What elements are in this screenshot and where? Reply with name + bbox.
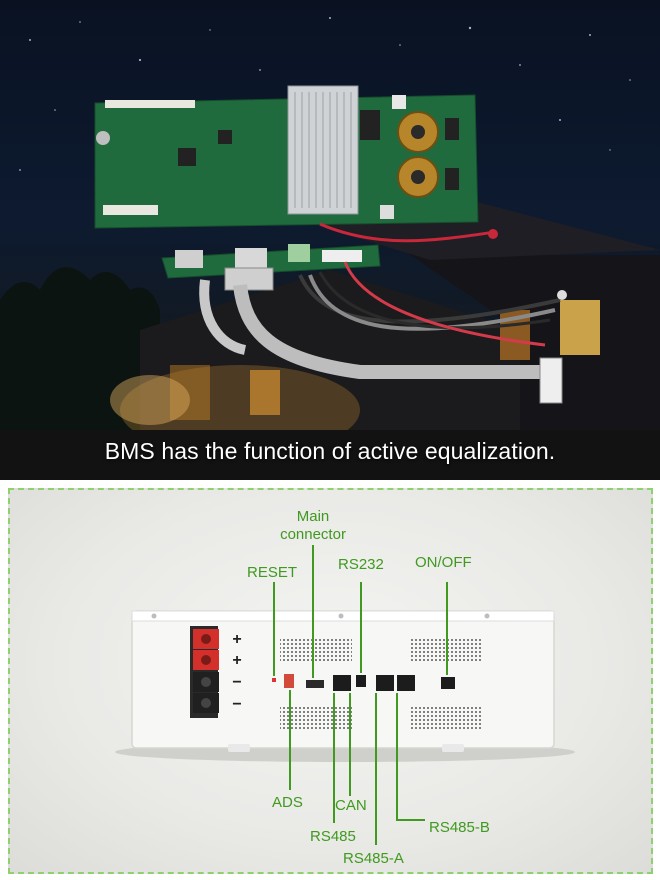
label-rs485: RS485 xyxy=(310,828,356,845)
label-rs232: RS232 xyxy=(338,556,384,573)
label-can: CAN xyxy=(335,797,367,814)
terminal-sign-2: + xyxy=(232,652,241,669)
label-main-connector-line1: Main xyxy=(296,508,330,525)
power-terminal-block xyxy=(190,626,219,718)
terminal-sign-3: − xyxy=(232,674,241,691)
terminal-sign-4: − xyxy=(232,696,241,713)
night-sky xyxy=(19,17,631,171)
port-diagram-panel: + + − − Main connector RESET RS232 ON/OF… xyxy=(8,488,653,874)
label-on-off: ON/OFF xyxy=(415,554,472,571)
terminal-sign-1: + xyxy=(232,631,241,648)
battery-device-front: + + − − xyxy=(115,545,575,845)
label-rs485-a: RS485-A xyxy=(343,850,404,867)
label-rs485-b: RS485-B xyxy=(429,819,490,836)
label-main-connector-line2: connector xyxy=(280,526,346,543)
label-ads: ADS xyxy=(272,794,303,811)
headline-text: BMS has the function of active equalizat… xyxy=(104,438,556,464)
bms-board-image xyxy=(94,85,567,404)
label-reset: RESET xyxy=(247,564,298,581)
product-photo-panel: BMS has the function of active equalizat… xyxy=(0,0,660,480)
